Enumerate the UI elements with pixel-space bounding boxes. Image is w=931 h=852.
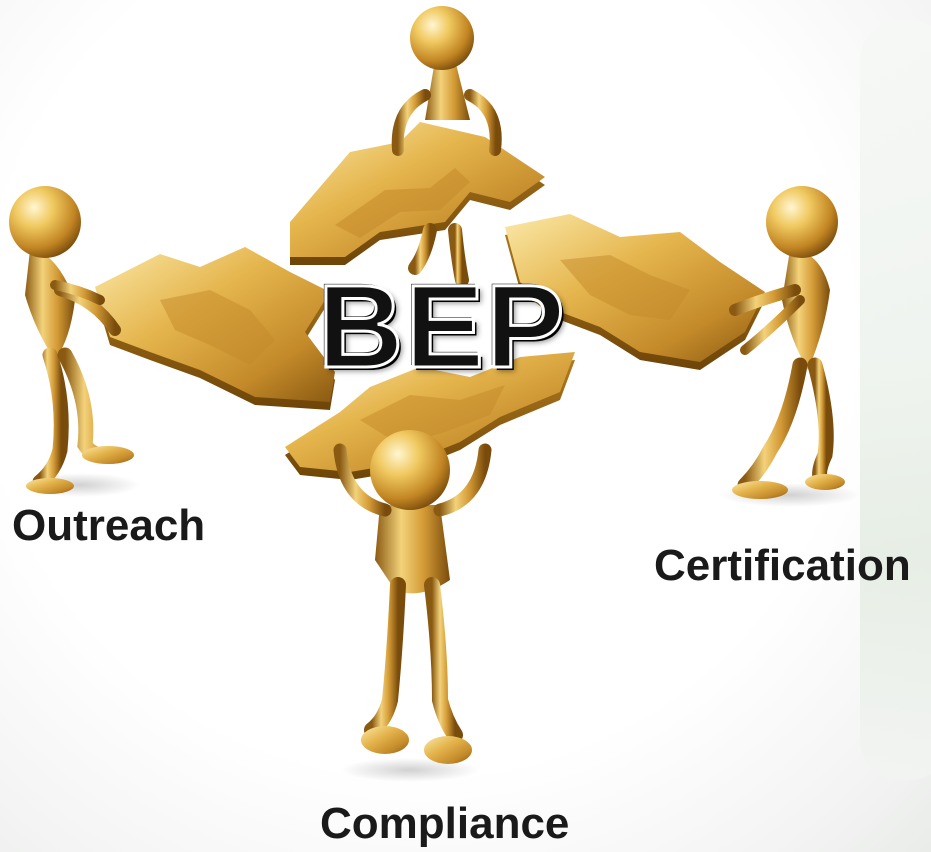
background-panel <box>860 20 931 780</box>
branch-label-compliance: Compliance <box>320 799 570 848</box>
gold-figure-left <box>9 186 134 494</box>
gold-figure-right <box>729 186 845 499</box>
puzzle-piece-bottom <box>285 352 575 480</box>
puzzle-piece-left <box>95 247 335 410</box>
puzzle-piece-top <box>290 122 545 265</box>
branch-label-outreach: Outreach <box>12 501 206 550</box>
branch-label-certification: Certification <box>654 541 911 590</box>
gold-figure-top <box>391 6 502 287</box>
gold-figure-bottom <box>333 430 492 764</box>
puzzle-piece-right <box>505 214 765 370</box>
floor-shadow <box>340 758 480 782</box>
center-title-bep: BEP <box>317 261 567 393</box>
